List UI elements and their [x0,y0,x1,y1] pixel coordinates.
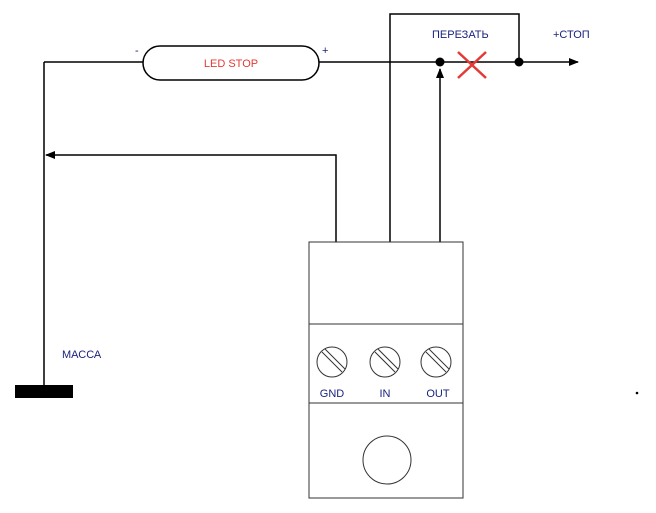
module-led-icon [362,435,412,485]
output-label: +СТОП [553,29,590,41]
terminal-label-gnd: GND [320,388,345,400]
cut-mark-icon [457,51,487,79]
stray-dot [635,391,639,395]
terminal-label-in: IN [380,388,391,400]
ground-bar [15,385,73,398]
led-lamp [142,45,320,81]
in-wire [386,13,520,319]
terminal-screw-in-icon [369,346,401,378]
terminal-label-out: OUT [426,388,450,400]
cut-label: ПЕРЕЗАТЬ [432,29,489,41]
led-lamp-label: LED STOP [204,58,258,70]
junction-left [435,57,445,67]
terminal-screw-gnd-icon [316,346,348,378]
lamp-plus-sign: + [322,45,328,57]
gnd-wire [45,151,337,322]
relay-module: GND IN OUT [308,241,464,499]
terminal-screw-out-icon [420,346,452,378]
ground-label: МАССА [62,349,102,361]
lamp-minus-sign: - [135,45,139,57]
